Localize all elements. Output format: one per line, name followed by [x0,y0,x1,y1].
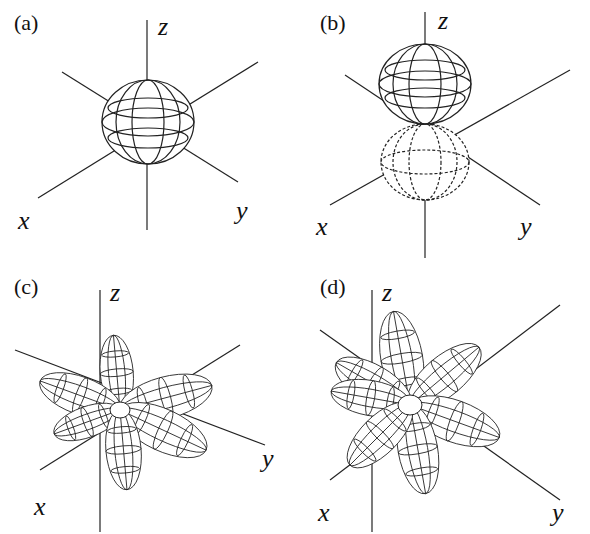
axis-label: y [262,446,274,472]
axis-label: y [520,214,532,240]
axis-label: x [316,214,328,240]
axis-label: y [236,198,248,224]
panel-label: (b) [320,12,346,34]
axis-label: z [158,14,168,40]
panel-label: (d) [320,276,346,298]
axis-label: z [382,280,392,306]
axis-label: x [18,208,30,234]
axis-label: z [438,8,448,34]
panel-label: (a) [14,12,38,34]
panel-label: (c) [14,276,38,298]
axis-label: y [552,500,564,526]
axis-label: x [34,494,46,520]
axis-label: z [110,280,120,306]
axis-label: x [318,500,330,526]
